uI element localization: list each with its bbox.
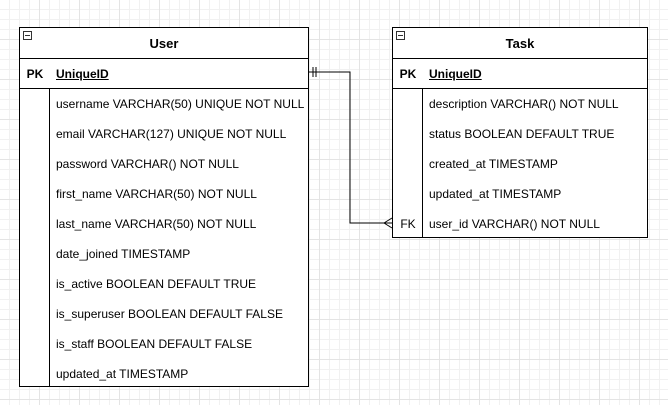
user-pk-field: UniqueID: [56, 66, 109, 81]
user-attribute-row[interactable]: username VARCHAR(50) UNIQUE NOT NULL: [20, 89, 308, 119]
task-entity-title: Task: [505, 35, 535, 51]
user-attribute-row[interactable]: password VARCHAR() NOT NULL: [20, 149, 308, 179]
task-pk-field: UniqueID: [429, 66, 482, 81]
task-attribute-row[interactable]: description VARCHAR() NOT NULL: [393, 89, 647, 119]
user-attribute-is-superuser: is_superuser BOOLEAN DEFAULT FALSE: [56, 307, 283, 321]
task-attribute-user-id: user_id VARCHAR() NOT NULL: [429, 217, 600, 231]
user-attribute-row[interactable]: date_joined TIMESTAMP: [20, 239, 308, 269]
user-attribute-row[interactable]: last_name VARCHAR(50) NOT NULL: [20, 209, 308, 239]
user-attribute-first-name: first_name VARCHAR(50) NOT NULL: [56, 187, 257, 201]
user-entity-header[interactable]: User: [20, 28, 308, 59]
task-pk-row[interactable]: PK UniqueID: [393, 59, 647, 89]
user-attribute-row[interactable]: is_staff BOOLEAN DEFAULT FALSE: [20, 329, 308, 359]
user-entity-title: User: [149, 35, 179, 51]
task-pk-label: PK: [399, 66, 417, 81]
connector-line[interactable]: [309, 71, 392, 224]
user-attribute-username: username VARCHAR(50) UNIQUE NOT NULL: [56, 97, 305, 111]
user-attribute-row[interactable]: is_active BOOLEAN DEFAULT TRUE: [20, 269, 308, 299]
user-pk-label: PK: [26, 66, 44, 81]
user-attribute-password: password VARCHAR() NOT NULL: [56, 157, 239, 171]
task-attribute-description: description VARCHAR() NOT NULL: [429, 97, 619, 111]
crows-foot-prong-lower: [383, 222, 393, 229]
user-entity-table[interactable]: User PK UniqueID username VARCHAR(50) UN…: [19, 27, 309, 387]
task-fk-label: FK: [400, 217, 416, 231]
user-attribute-last-name: last_name VARCHAR(50) NOT NULL: [56, 217, 257, 231]
user-attribute-row[interactable]: is_superuser BOOLEAN DEFAULT FALSE: [20, 299, 308, 329]
user-attribute-date-joined: date_joined TIMESTAMP: [56, 247, 191, 261]
task-attribute-row[interactable]: updated_at TIMESTAMP: [393, 179, 647, 209]
crows-foot-prong-upper: [383, 217, 393, 224]
task-entity-table[interactable]: Task PK UniqueID description VARCHAR() N…: [392, 27, 648, 238]
task-attribute-row[interactable]: FK user_id VARCHAR() NOT NULL: [393, 209, 647, 239]
collapse-icon[interactable]: [396, 31, 405, 40]
user-attribute-is-staff: is_staff BOOLEAN DEFAULT FALSE: [56, 337, 253, 351]
user-key-column-divider: [49, 88, 50, 386]
collapse-icon[interactable]: [23, 31, 32, 40]
user-attribute-is-active: is_active BOOLEAN DEFAULT TRUE: [56, 277, 257, 291]
task-attribute-status: status BOOLEAN DEFAULT TRUE: [429, 127, 615, 141]
task-attribute-updated-at: updated_at TIMESTAMP: [429, 187, 562, 201]
user-attribute-updated-at: updated_at TIMESTAMP: [56, 367, 189, 381]
user-attribute-row[interactable]: email VARCHAR(127) UNIQUE NOT NULL: [20, 119, 308, 149]
user-attribute-row[interactable]: updated_at TIMESTAMP: [20, 359, 308, 389]
task-entity-header[interactable]: Task: [393, 28, 647, 59]
task-attribute-row[interactable]: status BOOLEAN DEFAULT TRUE: [393, 119, 647, 149]
task-key-column-divider: [422, 88, 423, 237]
task-attribute-created-at: created_at TIMESTAMP: [429, 157, 558, 171]
user-attribute-row[interactable]: first_name VARCHAR(50) NOT NULL: [20, 179, 308, 209]
user-pk-row[interactable]: PK UniqueID: [20, 59, 308, 89]
user-attribute-email: email VARCHAR(127) UNIQUE NOT NULL: [56, 127, 287, 141]
task-attribute-row[interactable]: created_at TIMESTAMP: [393, 149, 647, 179]
